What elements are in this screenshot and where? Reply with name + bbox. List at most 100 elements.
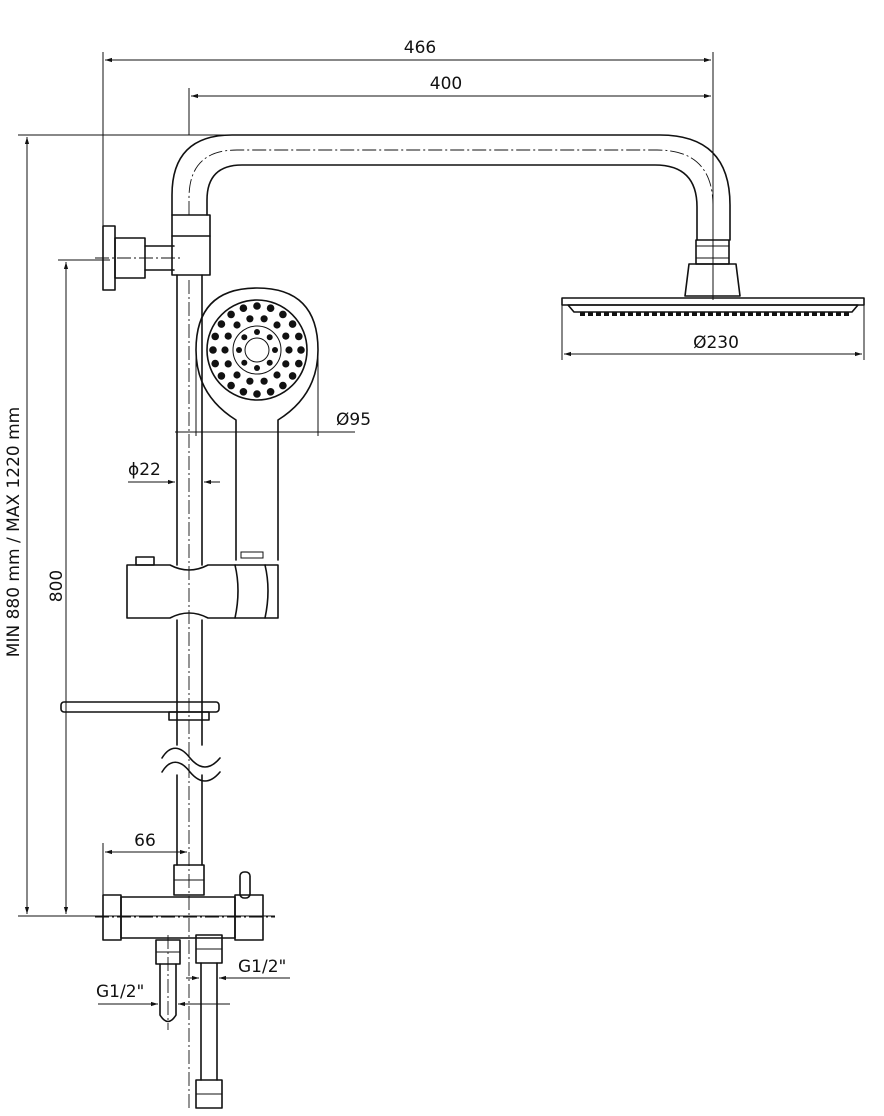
dimension-400-label: 400 xyxy=(430,74,462,94)
head-nozzle xyxy=(580,312,585,316)
nozzle-dot xyxy=(239,304,248,313)
nozzle-dot xyxy=(217,372,226,380)
dimension-pipe-diameter-label: ϕ22 xyxy=(128,460,161,480)
nozzle-dot xyxy=(266,359,273,366)
nozzle-dot xyxy=(285,346,293,354)
nozzle-dot xyxy=(260,377,268,385)
head-nozzle xyxy=(780,312,785,316)
nozzle-dot xyxy=(266,304,275,313)
head-nozzle xyxy=(692,312,697,316)
nozzle-dot xyxy=(254,329,260,335)
nozzle-dot xyxy=(224,332,232,340)
head-nozzle xyxy=(684,312,689,316)
dimension-head-shower-diameter-label: Ø230 xyxy=(693,333,739,353)
head-nozzle xyxy=(772,312,777,316)
nozzle-dot xyxy=(233,371,241,379)
wall-bracket xyxy=(95,225,180,291)
hand-shower-nozzles xyxy=(209,302,305,398)
nozzle-dot xyxy=(227,381,235,390)
vertical-rail-pipe xyxy=(161,274,221,1110)
head-nozzle xyxy=(804,312,809,316)
dimension-thread-right-label: G1/2" xyxy=(238,957,286,977)
dimension-pipe-diameter: ϕ22 xyxy=(128,460,220,485)
shower-arm xyxy=(171,134,731,241)
nozzle-dot xyxy=(273,321,281,329)
head-nozzle xyxy=(716,312,721,316)
head-nozzle xyxy=(764,312,769,316)
sliding-holder xyxy=(126,556,279,619)
head-nozzle xyxy=(660,312,665,316)
head-nozzle xyxy=(844,312,849,316)
head-nozzle xyxy=(708,312,713,316)
head-nozzle xyxy=(588,312,593,316)
head-nozzle xyxy=(828,312,833,316)
head-nozzle xyxy=(820,312,825,316)
head-nozzle xyxy=(620,312,625,316)
nozzle-dot xyxy=(279,310,287,319)
nozzle-dot xyxy=(224,360,232,368)
nozzle-dot xyxy=(221,346,229,354)
head-nozzle xyxy=(756,312,761,316)
nozzle-dot xyxy=(295,359,303,368)
nozzle-dot xyxy=(246,315,254,323)
nozzle-dot xyxy=(288,372,297,380)
nozzle-dot xyxy=(288,320,297,328)
head-shower-nozzles xyxy=(580,312,849,316)
dimension-800-label: 800 xyxy=(47,570,67,602)
hand-shower xyxy=(195,287,319,561)
head-nozzle xyxy=(788,312,793,316)
nozzle-dot xyxy=(217,320,226,328)
head-nozzle xyxy=(668,312,673,316)
nozzle-dot xyxy=(241,334,248,341)
nozzle-dot xyxy=(297,346,305,354)
head-nozzle xyxy=(652,312,657,316)
nozzle-dot xyxy=(266,388,275,396)
dimension-400: 400 xyxy=(188,74,714,300)
head-nozzle xyxy=(836,312,841,316)
head-nozzle xyxy=(740,312,745,316)
dimension-hand-shower-diameter-label: Ø95 xyxy=(336,410,371,430)
nozzle-dot xyxy=(246,377,254,385)
nozzle-dot xyxy=(209,346,217,354)
nozzle-dot xyxy=(233,321,241,329)
dimension-800: 800 xyxy=(47,259,110,914)
nozzle-dot xyxy=(266,334,273,341)
dimension-thread-right: G1/2" xyxy=(186,957,290,981)
head-nozzle xyxy=(676,312,681,316)
thermostatic-mixer xyxy=(95,864,275,941)
head-nozzle xyxy=(796,312,801,316)
head-nozzle xyxy=(724,312,729,316)
nozzle-dot xyxy=(295,332,303,341)
dimension-height-range-label: MIN 880 mm / MAX 1220 mm xyxy=(4,407,24,657)
dimension-thread-left-label: G1/2" xyxy=(96,982,144,1002)
dimension-466: 466 xyxy=(102,38,714,240)
head-nozzle xyxy=(644,312,649,316)
nozzle-dot xyxy=(272,347,278,353)
nozzle-dot xyxy=(254,365,260,371)
nozzle-dot xyxy=(253,302,261,310)
head-nozzle xyxy=(812,312,817,316)
dimension-head-shower-diameter: Ø230 xyxy=(561,305,865,360)
head-nozzle xyxy=(612,312,617,316)
head-nozzle xyxy=(748,312,753,316)
head-nozzle xyxy=(636,312,641,316)
nozzle-dot xyxy=(273,371,281,379)
nozzle-dot xyxy=(236,347,242,353)
nozzle-dot xyxy=(282,360,290,368)
dimension-hand-shower-diameter: Ø95 xyxy=(175,350,371,436)
dimension-66-label: 66 xyxy=(134,831,156,851)
head-nozzle xyxy=(596,312,601,316)
nozzle-dot xyxy=(241,359,248,366)
dimension-466-label: 466 xyxy=(404,38,436,58)
nozzle-dot xyxy=(227,310,235,319)
dimension-thread-left: G1/2" xyxy=(96,982,230,1007)
nozzle-dot xyxy=(282,332,290,340)
head-nozzle xyxy=(628,312,633,316)
top-connector xyxy=(171,214,211,276)
dimension-66: 66 xyxy=(102,831,187,895)
nozzle-dot xyxy=(211,359,219,368)
nozzle-dot xyxy=(253,390,261,398)
soap-shelf xyxy=(60,701,220,721)
nozzle-dot xyxy=(239,388,248,396)
